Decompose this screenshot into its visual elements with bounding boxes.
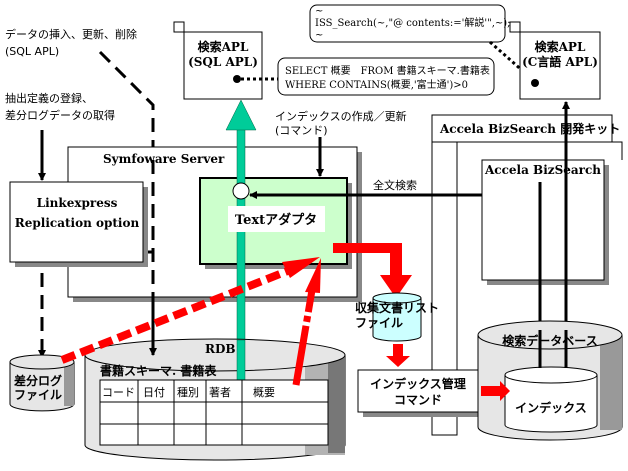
linkexpress-box: Linkexpress Replication option [9,181,148,267]
search-apl-c-title: 検索APL [535,39,586,54]
linkexpress-line-1: Linkexpress [37,196,118,210]
sql-bubble: SELECT 概要 FROM 書籍スキーマ.書籍表 WHERE CONTAINS… [277,57,495,96]
index-command-line-2: コマンド [394,393,442,407]
text-adapter-label-bg [228,206,325,232]
search-apl-sql-subtitle: (SQL APL) [188,55,258,69]
command-to-index-red-arrow [481,381,510,401]
index-command-box: インデックス管理 コマンド [357,369,483,417]
note-index-create-1: インデックスの作成／更新 [275,109,407,123]
column-header-type: 種別 [177,385,199,399]
text-adapter-label: Textアダプタ [235,212,317,228]
books-table [99,379,329,446]
adapter-port-icon [232,182,250,200]
bizsearch-title: Accela BizSearch [484,163,601,177]
column-header-date: 日付 [143,386,165,399]
rdb-to-adapter-red-arrow [292,258,321,386]
search-apl-sql-box: 検索APL (SQL APL) [173,21,263,100]
diff-log-line-2: ファイル [14,388,62,402]
column-header-code: コード [102,386,135,399]
search-db-title: 検索データベース [502,333,597,348]
linkexpress-line-2: Replication option [15,216,140,230]
bizsearch-box: Accela BizSearch [481,159,609,285]
iss-line-1: ~ [315,6,323,17]
iss-line-3: ~ [315,30,323,41]
column-header-summary: 概要 [253,386,275,399]
diff-log-line-1: 差分ログ [13,373,62,388]
index-command-line-1: インデックス管理 [370,376,466,391]
search-apl-c-subtitle: (C言語 APL) [522,54,598,69]
fulltext-search-label: 全文検索 [373,178,417,192]
note-insert-update-delete: データの挿入、更新、削除 [5,27,137,41]
note-extract-def-1: 抽出定義の登録、 [5,91,93,105]
sql-line-2: WHERE CONTAINS(概要,'富士通')>0 [285,78,468,91]
search-database-cylinder: 検索データベース インデックス [477,320,623,441]
sql-line-1: SELECT 概要 FROM 書籍スキーマ.書籍表 [285,64,490,77]
collect-file-line-1: 収集文書リスト [355,300,439,315]
diff-log-to-adapter-red-arrow [60,257,320,364]
collect-file-cylinder: 収集文書リスト ファイル [355,292,439,342]
iss-bubble: ~ ISS_Search(~,"@ contents:='解説'",~); ~ [309,4,511,43]
rdb-table-title: 書籍スキーマ. 書籍表 [100,363,217,378]
rdb-label: RDB [205,342,236,356]
search-apl-sql-title: 検索APL [198,39,249,54]
note-index-create-2: (コマンド) [275,124,328,137]
symfoware-title: Symfoware Server [103,152,225,166]
adapter-to-file-red-arrow [333,243,412,298]
diff-log-file-cylinder: 差分ログ ファイル [9,354,75,412]
search-apl-c-box: 検索APL (C言語 APL) [509,21,601,100]
accela-kit-frame: Accela BizSearch 開発キット [431,114,623,436]
collect-file-line-2: ファイル [355,316,403,330]
note-extract-def-2: 差分ログデータの取得 [5,108,115,122]
index-label: インデックス [515,400,587,415]
kit-title: Accela BizSearch 開発キット [439,121,620,136]
file-to-command-red-arrow [386,344,410,367]
column-header-author: 著者 [209,385,231,399]
note-sql-apl: (SQL APL) [5,45,59,58]
iss-line-2: ISS_Search(~,"@ contents:='解説'",~); [315,16,511,29]
